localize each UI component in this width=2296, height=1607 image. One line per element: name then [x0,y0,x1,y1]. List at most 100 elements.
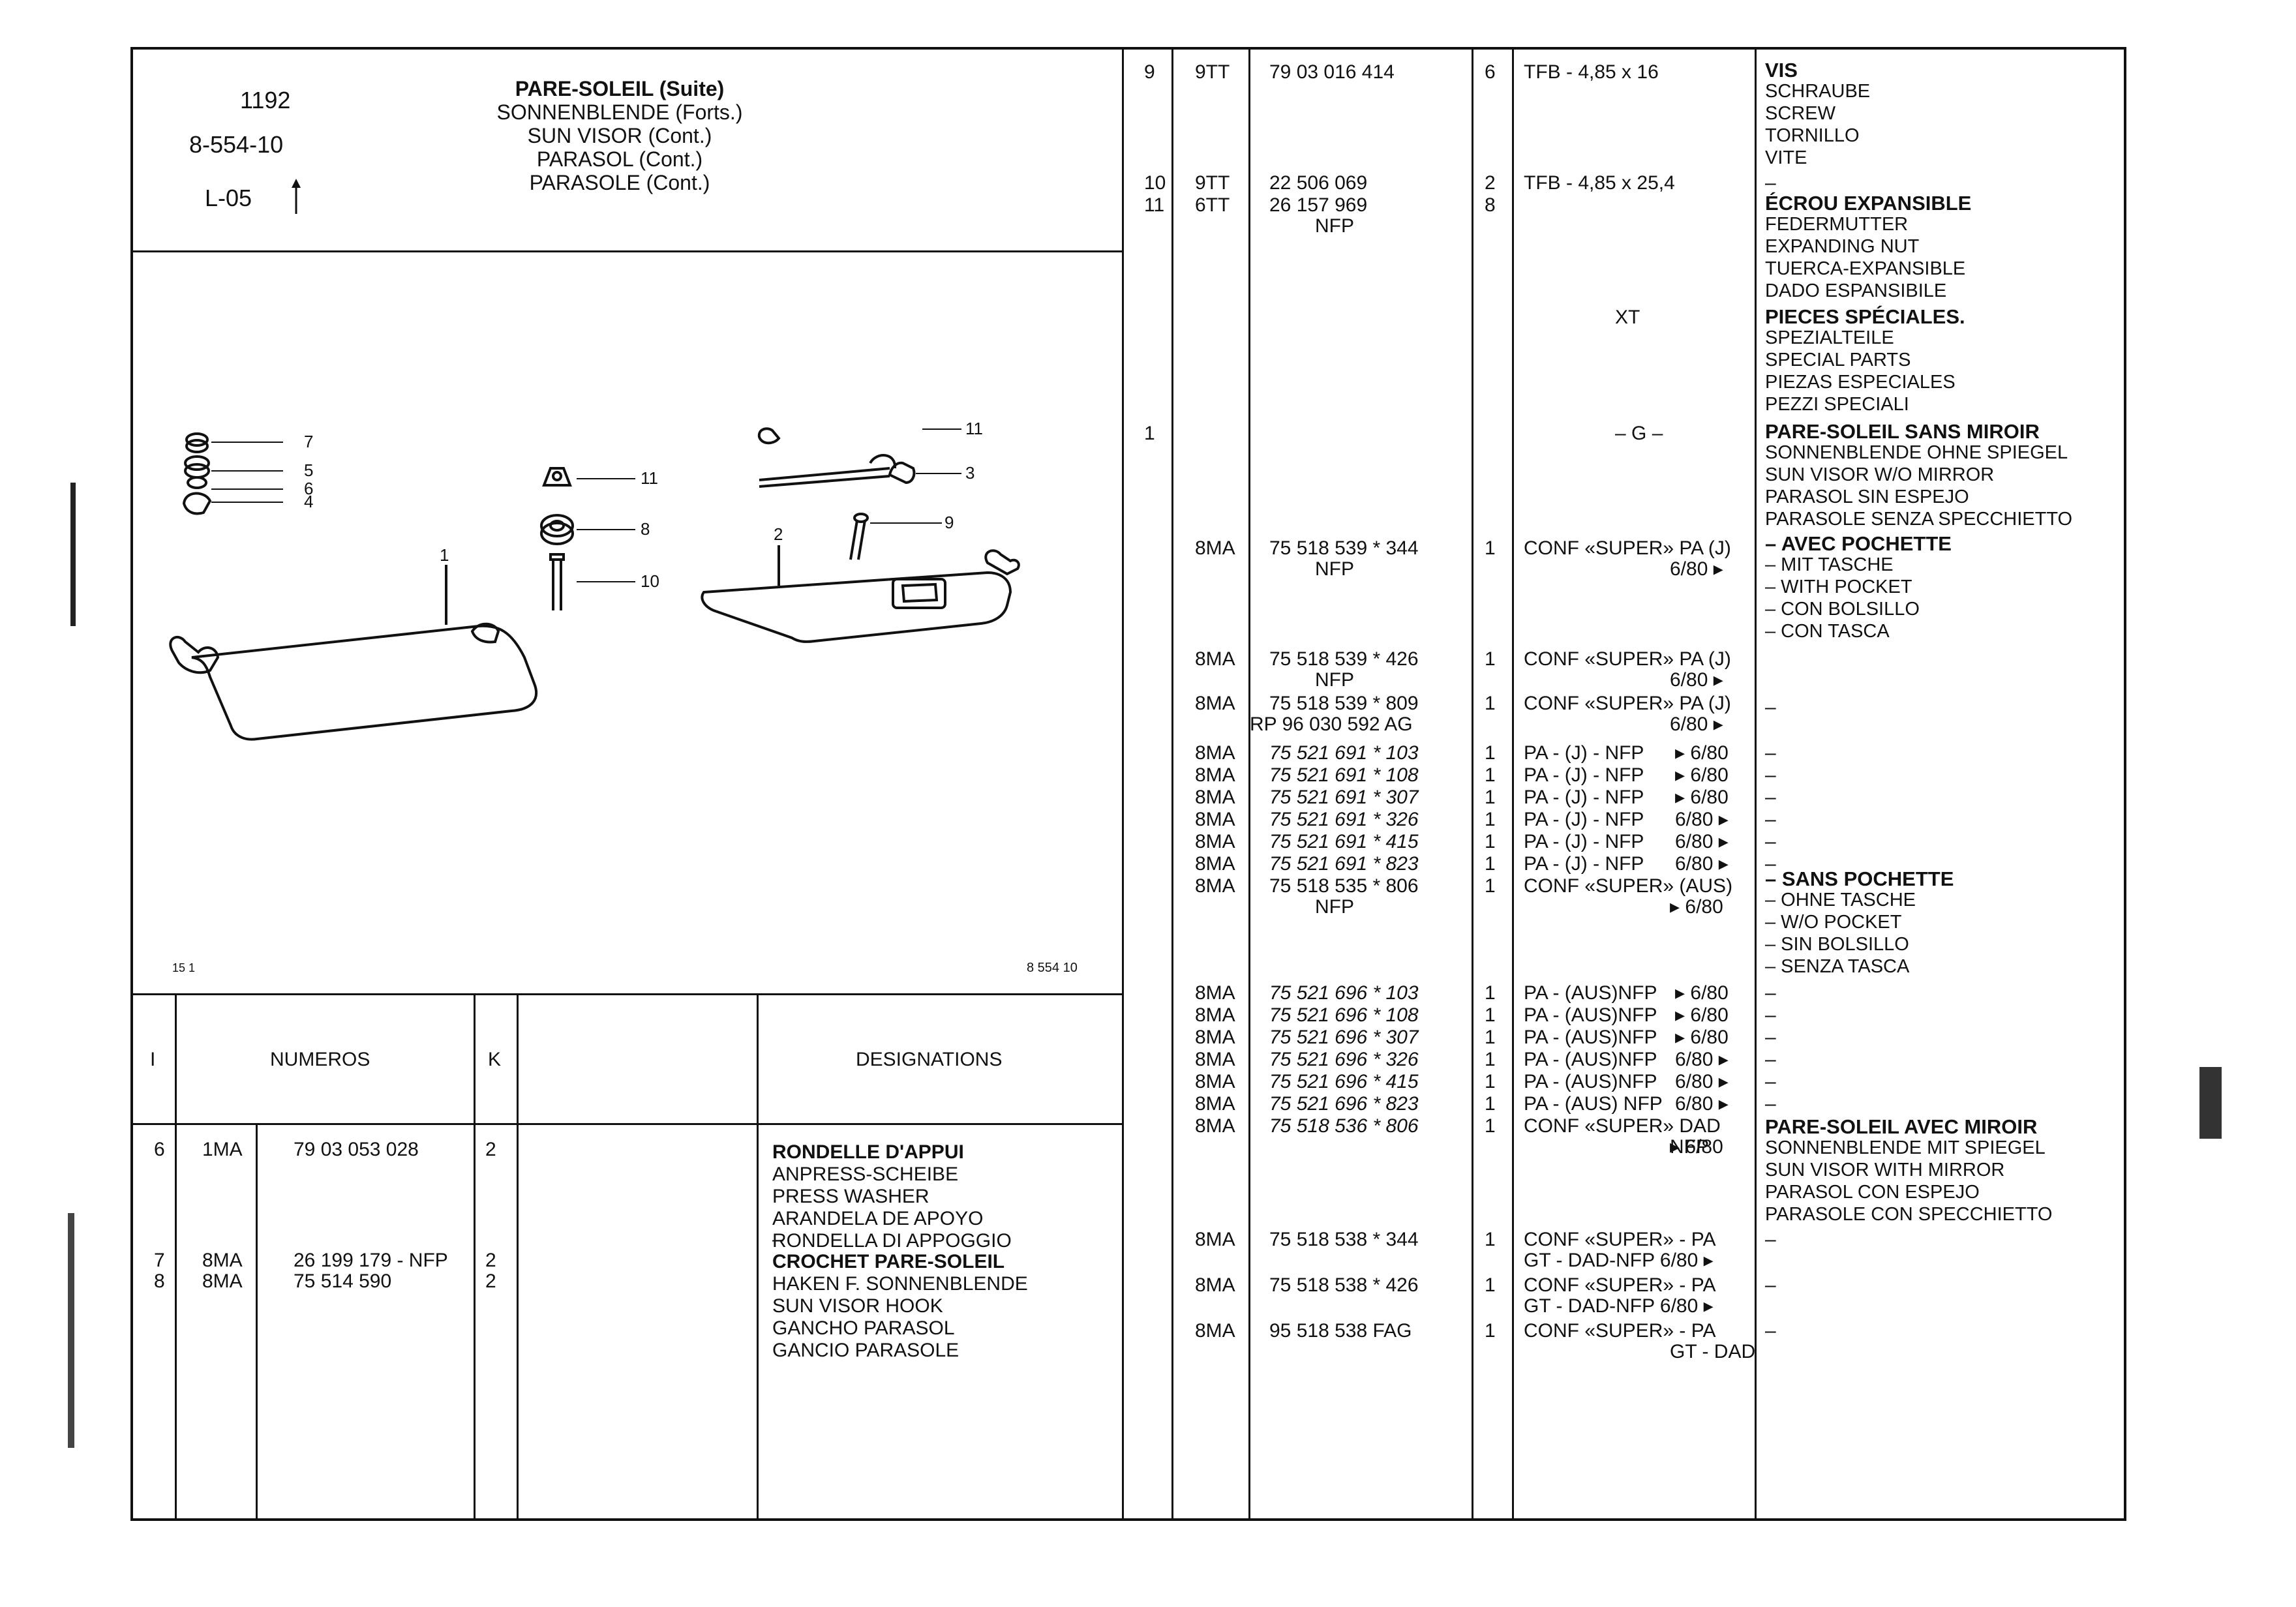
right-row-number-sub: NFP [1315,558,1354,580]
right-row-spec: PA - (AUS)NFP [1524,1049,1657,1070]
right-row-spec: CONF «SUPER» PA (J) [1524,693,1731,714]
r-col-divider-1 [1171,47,1173,1521]
right-row-number-sub: NFP [1315,215,1354,237]
r-col-divider-3 [1472,47,1473,1521]
right-row-number: 75 521 691 * 823 [1269,853,1419,875]
right-desig-dash: – [1765,1027,1776,1048]
right-row-code: 8MA [1195,787,1235,808]
right-row-spec-sub: ▸ 6/80 [1670,896,1723,918]
right-row-number: 22 506 069 [1269,172,1368,194]
left-desig-line: SUN VISOR HOOK [772,1295,943,1317]
right-desig-dash: – [1765,1274,1776,1296]
right-row-spec-sub: 6/80 ▸ [1670,669,1723,691]
right-row-number: 75 521 691 * 108 [1269,764,1419,786]
right-row-k: 1 [1485,1049,1496,1070]
right-row-spec-sub: 6/80 ▸ [1670,558,1723,580]
visor-left-clip [470,622,500,644]
right-desig-line: EXPANDING NUT [1765,236,1920,257]
right-row-spec: CONF «SUPER» (AUS) [1524,875,1733,897]
right-row-number: 75 518 539 * 809 [1269,693,1419,714]
right-desig-line: SONNENBLENDE OHNE SPIEGEL [1765,442,2068,463]
right-desig-line: TUERCA-EXPANSIBLE [1765,258,1966,279]
scan-margin-mark [70,483,76,626]
right-row-date: 6/80 ▸ [1675,1093,1729,1115]
scan-margin-mark [68,1213,74,1448]
right-row-k: 1 [1485,1320,1496,1342]
right-row-k: 8 [1485,194,1496,216]
right-row-number: 75 518 538 * 344 [1269,1229,1419,1250]
right-row-k: 1 [1485,1115,1496,1137]
right-desig-line: SONNENBLENDE MIT SPIEGEL [1765,1137,2046,1158]
right-row-code: 8MA [1195,982,1235,1004]
right-row-number: 75 518 535 * 806 [1269,875,1419,897]
left-row-k: 2 [485,1139,496,1160]
r-col-divider-5 [1755,47,1757,1521]
right-desig-line: – SENZA TASCA [1765,956,1910,977]
col-header-designations: DESIGNATIONS [856,1049,1003,1070]
right-desig-line: TORNILLO [1765,125,1860,146]
right-row-spec: CONF «SUPER» PA (J) [1524,537,1731,559]
left-desig-dash: – [772,1229,783,1250]
right-row-spec: PA - (J) - NFP [1524,831,1644,852]
visor-right-mirror-pocket [892,578,946,609]
title-en: SUN VISOR (Cont.) [527,124,712,147]
right-row-k: 1 [1485,764,1496,786]
right-row-k: 1 [1485,1093,1496,1115]
right-row-marker: XT [1615,307,1640,328]
figure-code-left: 15 1 [172,961,195,974]
title-it: PARASOLE (Cont.) [529,171,710,194]
right-row-spec-sub: GT - DAD-NFP 6/80 ▸ [1524,1250,1714,1271]
right-row-date: ▸ 6/80 [1675,742,1729,764]
right-row-number: 75 521 691 * 307 [1269,787,1419,808]
callout-4: 4 [304,492,313,511]
right-desig-title: ÉCROU EXPANSIBLE [1765,192,1972,215]
right-row-spec: PA - (J) - NFP [1524,742,1644,764]
left-row-index: 8 [154,1270,165,1292]
right-row-spec: PA - (AUS)NFP [1524,1071,1657,1092]
table-header-divider [130,1123,1123,1125]
right-desig-line: PARASOL SIN ESPEJO [1765,487,1969,507]
left-row-code: 8MA [202,1250,243,1271]
right-row-code: 9TT [1195,172,1230,194]
right-desig-line: DADO ESPANSIBILE [1765,280,1947,301]
right-row-date: ▸ 6/80 [1675,787,1729,808]
right-row-number: 75 518 539 * 426 [1269,648,1419,670]
right-row-index: 9 [1144,61,1155,83]
right-row-spec-sub: ▸ 6/80 [1670,1136,1723,1158]
right-desig-line: – W/O POCKET [1765,912,1902,933]
left-row-code: 1MA [202,1139,243,1160]
right-desig-dash: – [1765,1229,1776,1250]
callout-6: 6 [304,479,313,498]
title-de: SONNENBLENDE (Forts.) [496,100,743,124]
right-row-spec: PA - (J) - NFP [1524,787,1644,808]
right-row-code: 8MA [1195,1071,1235,1092]
right-desig-line: – WITH POCKET [1765,577,1912,597]
right-row-code: 8MA [1195,537,1235,559]
right-desig-line: – SIN BOLSILLO [1765,934,1909,955]
right-desig-dash: – [1765,809,1776,830]
right-row-code: 6TT [1195,194,1230,216]
right-row-k: 1 [1485,693,1496,714]
right-desig-dash: – [1765,853,1776,875]
right-row-code: 8MA [1195,875,1235,897]
left-desig-line: ARANDELA DE APOYO [772,1208,984,1229]
right-row-number: 75 518 539 * 344 [1269,537,1419,559]
right-desig-dash: – [1765,1049,1776,1070]
right-row-k: 6 [1485,61,1496,83]
right-row-index: 11 [1144,194,1165,216]
left-row-k: 2 [485,1250,496,1271]
right-desig-title: PARE-SOLEIL AVEC MIROIR [1765,1115,2038,1138]
right-row-date: ▸ 6/80 [1675,982,1729,1004]
right-desig-line: PARASOL CON ESPEJO [1765,1182,1980,1203]
right-row-k: 1 [1485,742,1496,764]
right-desig-line: SPEZIALTEILE [1765,327,1894,348]
header-divider [130,250,1123,252]
right-row-code: 8MA [1195,1320,1235,1342]
left-row-number: 26 199 179 - NFP [294,1250,448,1271]
right-row-number-sub: NFP [1315,669,1354,691]
title-fr: PARE-SOLEIL (Suite) [515,77,725,100]
right-desig-dash: – [1765,1004,1776,1026]
r-col-divider-4 [1512,47,1514,1521]
right-row-marker: – G – [1615,423,1663,444]
right-row-spec: CONF «SUPER» - PA [1524,1320,1716,1342]
